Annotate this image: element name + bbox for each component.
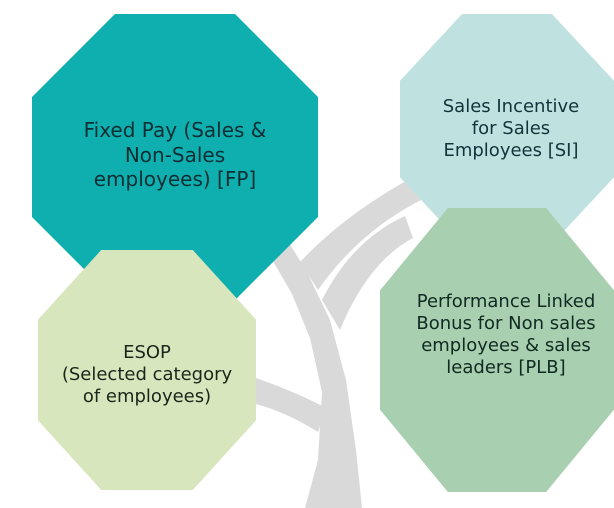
tree-branch-right-lower xyxy=(322,216,413,330)
sales-incentive-label: Sales Incentive for Sales Employees [SI] xyxy=(442,96,580,161)
esop-node: ESOP (Selected category of employees) xyxy=(38,250,256,490)
tree-branch-right-upper xyxy=(300,176,425,290)
fixed-pay-label: Fixed Pay (Sales & Non-Sales employees) … xyxy=(83,118,267,192)
performance-linked-bonus-node: Performance Linked Bonus for Non sales e… xyxy=(380,208,614,492)
tree-branch-left-lower xyxy=(256,378,326,432)
sales-incentive-node: Sales Incentive for Sales Employees [SI] xyxy=(400,14,614,244)
esop-label: ESOP (Selected category of employees) xyxy=(61,342,233,407)
tree-trunk xyxy=(222,190,362,508)
performance-linked-bonus-label: Performance Linked Bonus for Non sales e… xyxy=(416,291,596,378)
